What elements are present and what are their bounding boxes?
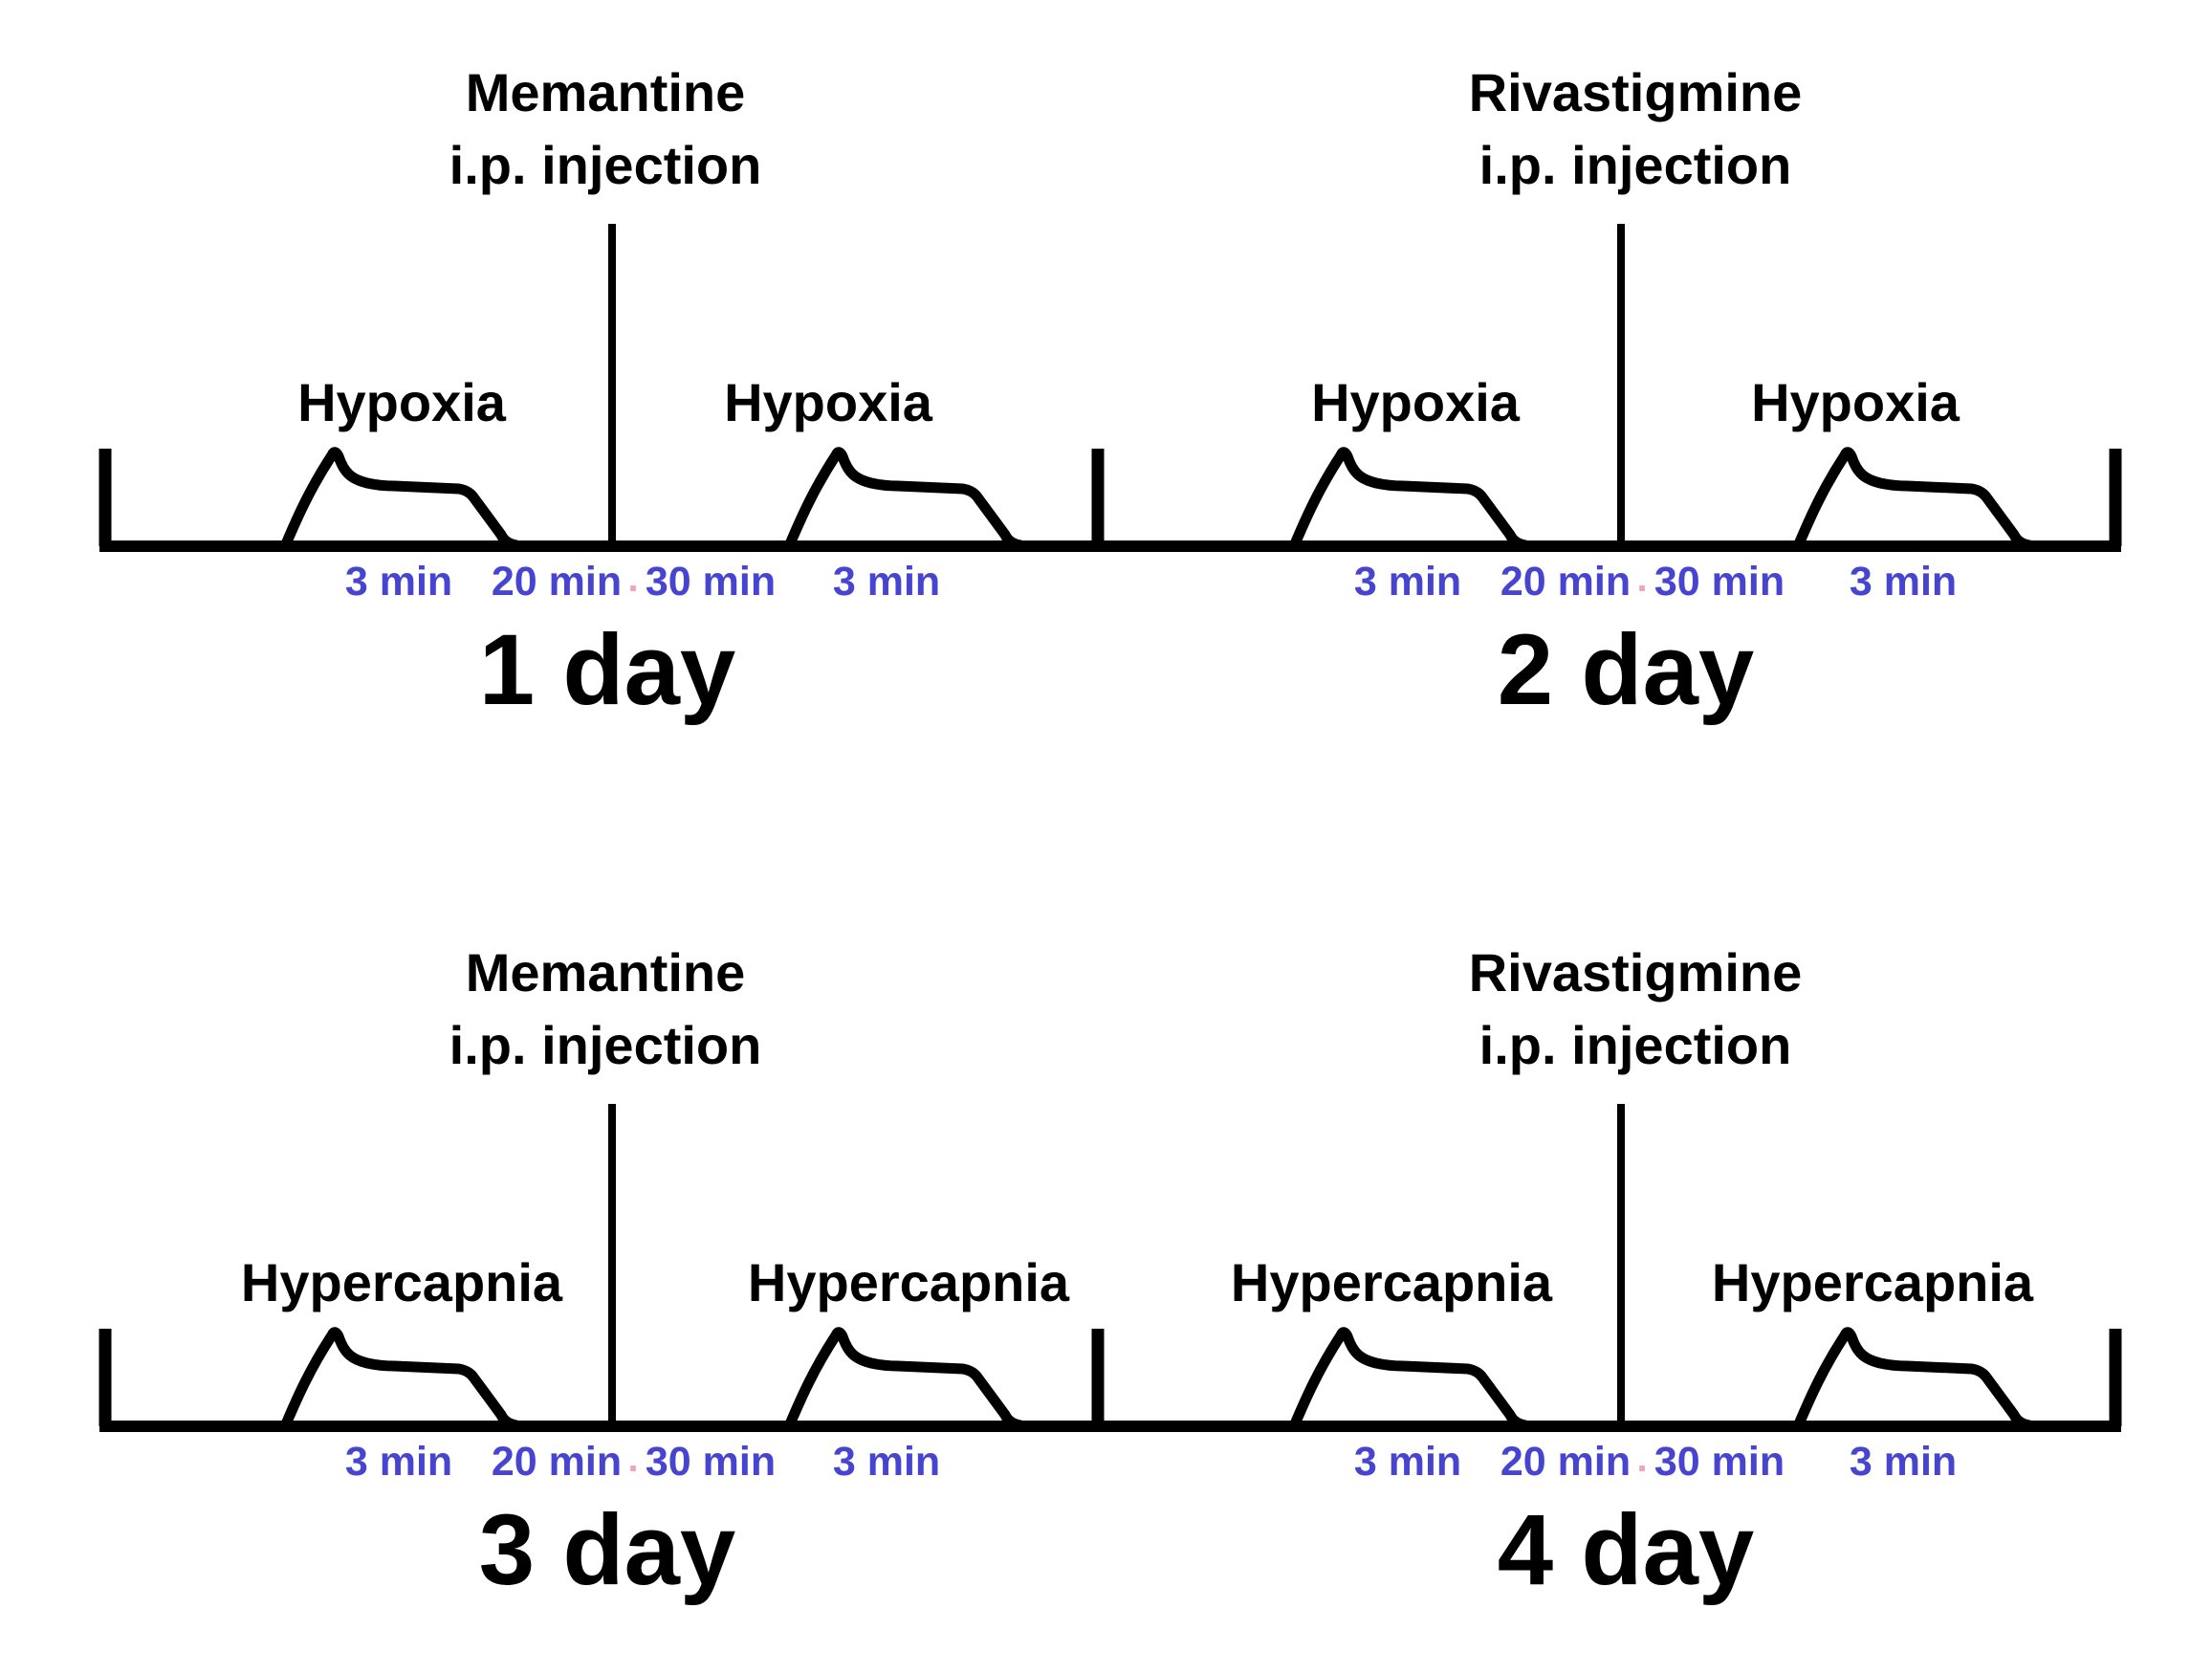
interval-label: 3 min (833, 1439, 940, 1485)
injection-drug-label: Rivastigmine (1469, 62, 1803, 122)
event-label: Hypoxia (1311, 372, 1521, 432)
interval-label: 3 min (1354, 559, 1461, 605)
event-label: Hypercapnia (748, 1252, 1070, 1312)
exposure-pulse (789, 452, 1020, 546)
event-label: Hypercapnia (241, 1252, 563, 1312)
day-label: 1 day (479, 614, 736, 726)
faint-separator-dot: . (1636, 558, 1647, 600)
injection-route-label: i.p. injection (1479, 1015, 1792, 1075)
interval-label: 3 min (1354, 1439, 1461, 1485)
interval-label: 30 min (646, 1439, 776, 1485)
interval-label: 20 min (492, 1439, 622, 1485)
event-label: Hypoxia (724, 372, 933, 432)
faint-separator-dot: . (627, 1438, 638, 1480)
injection-route-label: i.p. injection (449, 135, 762, 195)
event-label: Hypercapnia (1712, 1252, 2034, 1312)
interval-label: 30 min (1654, 1439, 1785, 1485)
injection-drug-label: Memantine (466, 62, 746, 122)
event-label: Hypercapnia (1231, 1252, 1553, 1312)
day-label: 2 day (1498, 614, 1755, 726)
injection-drug-label: Rivastigmine (1469, 942, 1803, 1003)
interval-label: 3 min (1850, 559, 1957, 605)
panel-days-1-2: Memantine i.p. injection Rivastigmine i.… (99, 62, 2122, 726)
panel-days-3-4: Memantine i.p. injection Rivastigmine i.… (99, 942, 2122, 1606)
day-label: 4 day (1498, 1494, 1755, 1606)
injection-route-label: i.p. injection (1479, 135, 1792, 195)
interval-label: 30 min (646, 559, 776, 605)
day-label: 3 day (479, 1494, 736, 1606)
exposure-pulse (1294, 452, 1525, 546)
event-label: Hypoxia (1751, 372, 1960, 432)
exposure-pulse (789, 1333, 1020, 1426)
interval-label: 20 min (1500, 1439, 1631, 1485)
exposure-pulse (1798, 1333, 2029, 1426)
interval-label: 3 min (345, 1439, 452, 1485)
interval-label: 20 min (1500, 559, 1631, 605)
injection-route-label: i.p. injection (449, 1015, 762, 1075)
event-label: Hypoxia (297, 372, 507, 432)
interval-label: 3 min (833, 559, 940, 605)
exposure-pulse (285, 1333, 516, 1426)
faint-separator-dot: . (1636, 1438, 1647, 1480)
injection-drug-label: Memantine (466, 942, 746, 1003)
exposure-pulse (1798, 452, 2029, 546)
interval-label: 20 min (492, 559, 622, 605)
interval-label: 3 min (1850, 1439, 1957, 1485)
exposure-pulse (1294, 1333, 1525, 1426)
interval-label: 30 min (1654, 559, 1785, 605)
faint-separator-dot: . (627, 558, 638, 600)
exposure-pulse (285, 452, 516, 546)
interval-label: 3 min (345, 559, 452, 605)
